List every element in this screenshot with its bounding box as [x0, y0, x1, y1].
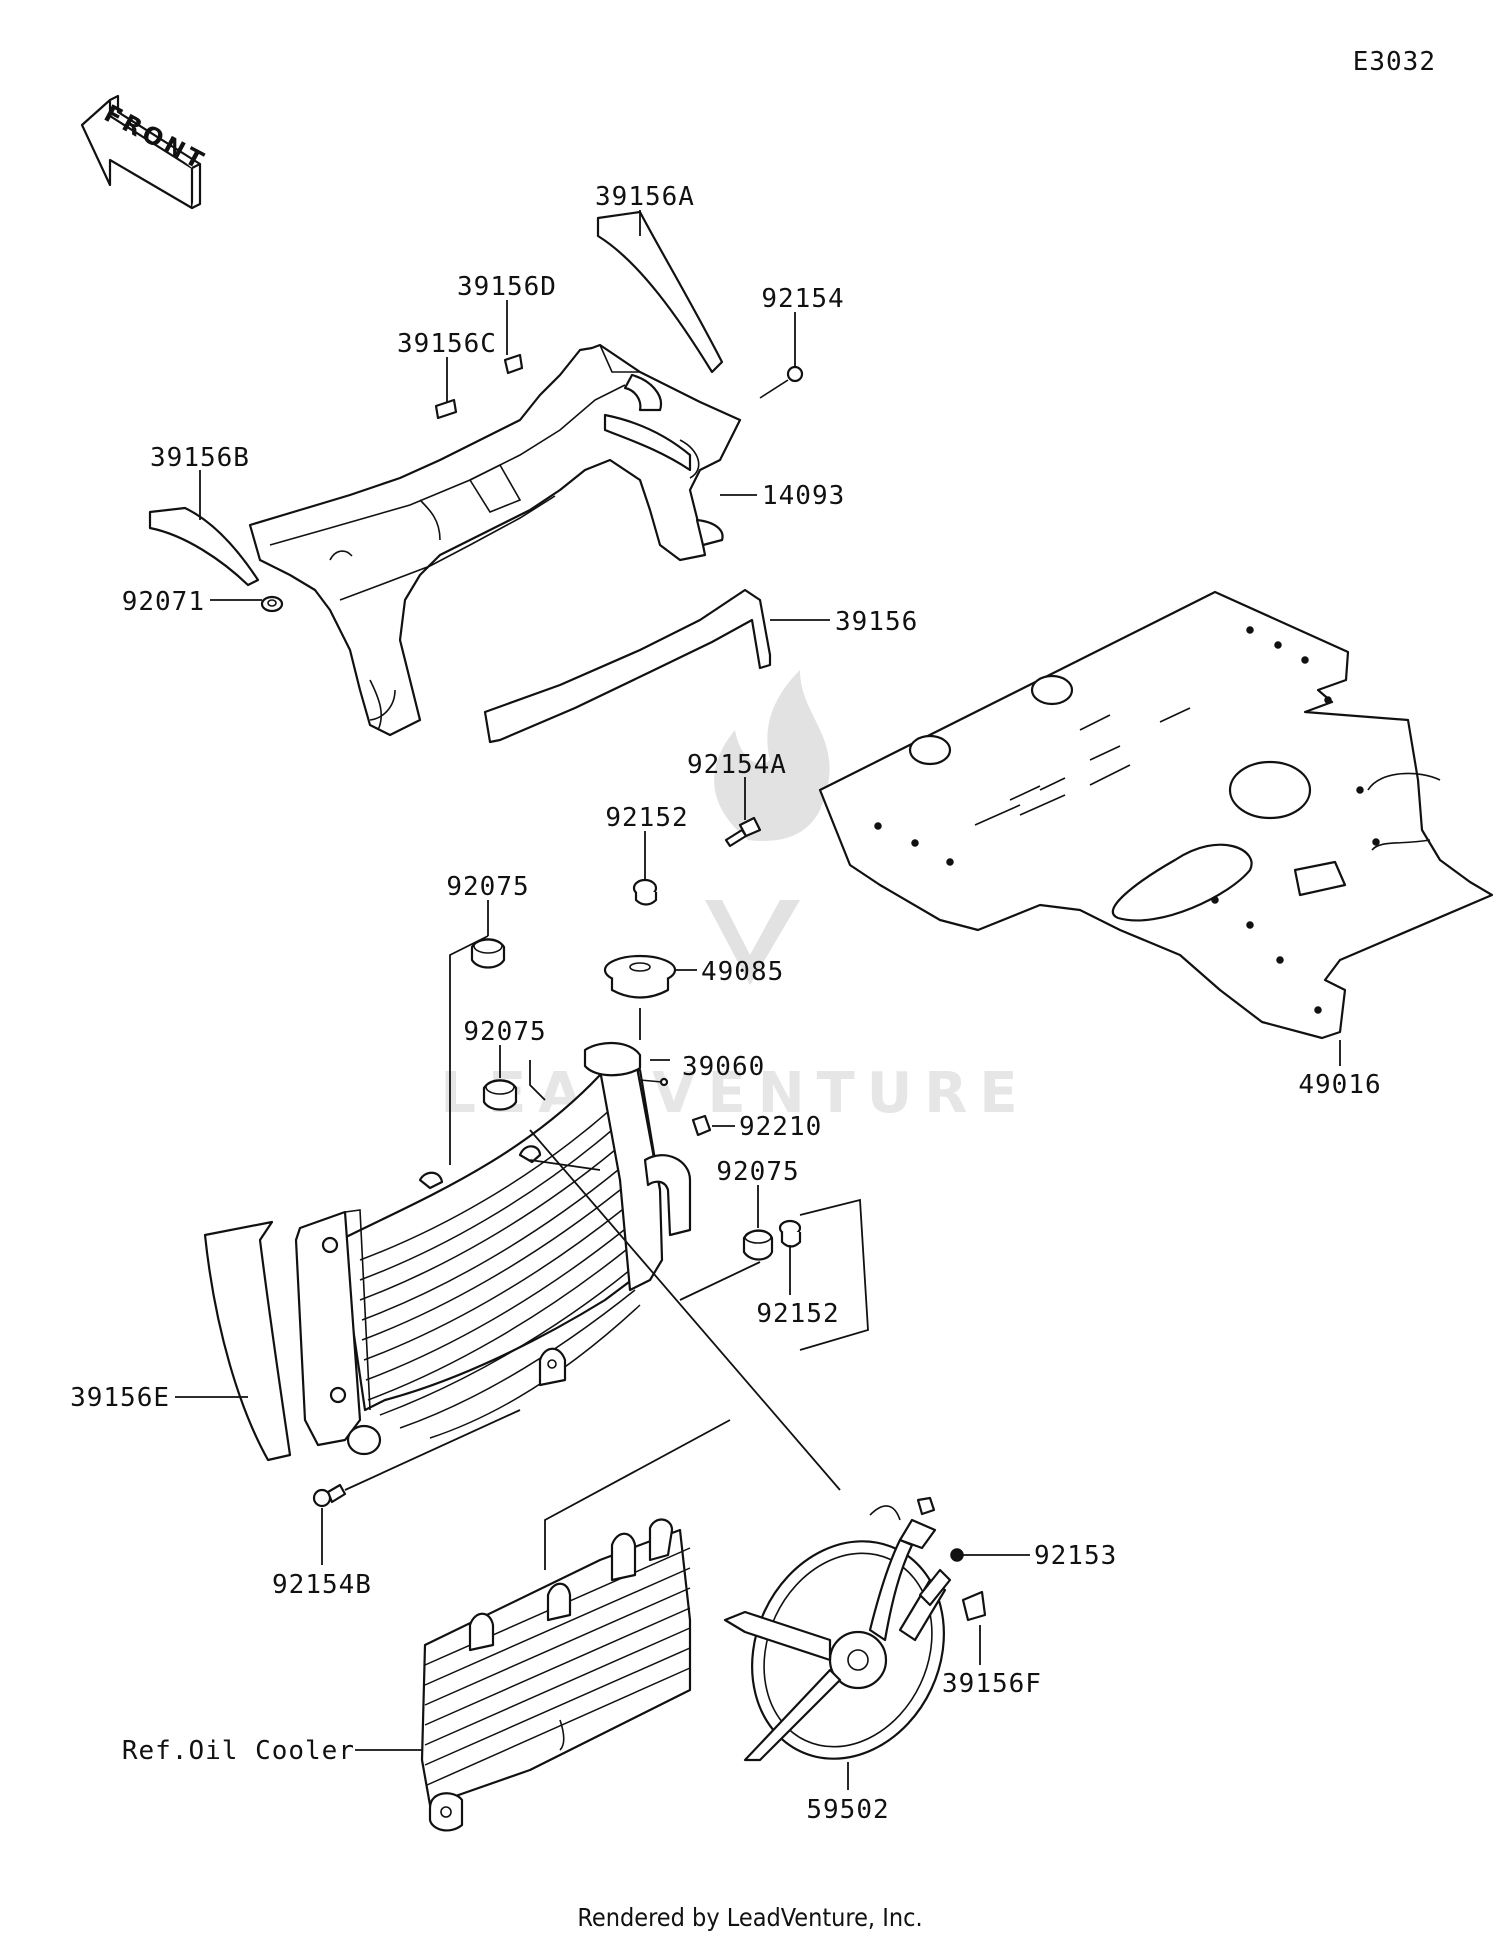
shroud-main-shape [248, 343, 742, 737]
label-39060: 39060 [682, 1052, 765, 1082]
damper-92075-b-icon [482, 1079, 518, 1111]
nut-92153-icon [950, 1548, 964, 1562]
label-92071: 92071 [122, 587, 205, 617]
label-92152-top: 92152 [605, 803, 688, 833]
clip-39156D-shape [503, 353, 524, 375]
damper-92075-a-icon [470, 938, 506, 969]
label-ref-oil-cooler: Ref.Oil Cooler [122, 1736, 355, 1766]
watermark: LEADVENTURE [440, 670, 1029, 1126]
radiator-screen-drawing [818, 590, 1494, 1040]
label-49085: 49085 [701, 957, 784, 987]
label-92153: 92153 [1034, 1541, 1117, 1571]
pad-39156-shape [483, 588, 772, 744]
part-labels: 39156A 39156D 39156C 92154 39156B 14093 … [70, 182, 1381, 1825]
label-39156F: 39156F [942, 1669, 1042, 1699]
label-39156C: 39156C [397, 329, 497, 359]
bolt-92154-icon [759, 365, 804, 399]
label-92154B: 92154B [272, 1570, 372, 1600]
radiator-left-tank [294, 1210, 362, 1447]
leader-lines [175, 210, 1341, 1790]
cooling-fan-drawing [723, 1496, 952, 1762]
pad-39156F-shape [961, 1590, 987, 1622]
radiator-drawing [294, 1041, 712, 1456]
front-arrow-icon: FRONT [80, 94, 211, 210]
label-92075-a: 92075 [446, 872, 529, 902]
radiator-shroud-drawing [148, 210, 804, 744]
footer-credit: Rendered by LeadVenture, Inc. [577, 1903, 922, 1932]
label-49016: 49016 [1298, 1070, 1381, 1100]
radiator-filler-neck [583, 1041, 642, 1077]
pad-39156A-shape [596, 210, 724, 374]
screen-outline-shape [818, 590, 1494, 1040]
label-92154A: 92154A [687, 750, 787, 780]
label-92075-b: 92075 [463, 1017, 546, 1047]
bolt-92154A-icon [724, 816, 762, 848]
collar-92152-lower-icon [778, 1219, 802, 1248]
label-39156B: 39156B [150, 443, 250, 473]
label-14093: 14093 [762, 481, 845, 511]
label-92210: 92210 [739, 1112, 822, 1142]
watermark-text: LEADVENTURE [440, 1061, 1029, 1126]
grommet-92071-icon [260, 595, 284, 613]
label-39156D: 39156D [457, 272, 557, 302]
label-92154: 92154 [761, 284, 844, 314]
label-39156E: 39156E [70, 1383, 170, 1413]
radiator-cap-49085-icon [603, 954, 677, 999]
label-39156: 39156 [835, 607, 918, 637]
pad-39156C-shape [434, 398, 458, 420]
label-92075-c: 92075 [716, 1157, 799, 1187]
label-59502: 59502 [806, 1795, 889, 1825]
nut-92210-icon [691, 1114, 712, 1137]
pad-39156B-shape [148, 506, 260, 587]
diagram-code: E3032 [1353, 47, 1436, 77]
label-39156A: 39156A [595, 182, 695, 212]
label-92152-lower: 92152 [756, 1299, 839, 1329]
pad-39156E-shape [203, 1220, 292, 1462]
damper-92075-c-icon [742, 1229, 774, 1261]
bolt-92154B-icon [312, 1483, 347, 1508]
oil-cooler-drawing [420, 1518, 692, 1832]
collar-92152-icon [632, 878, 658, 906]
